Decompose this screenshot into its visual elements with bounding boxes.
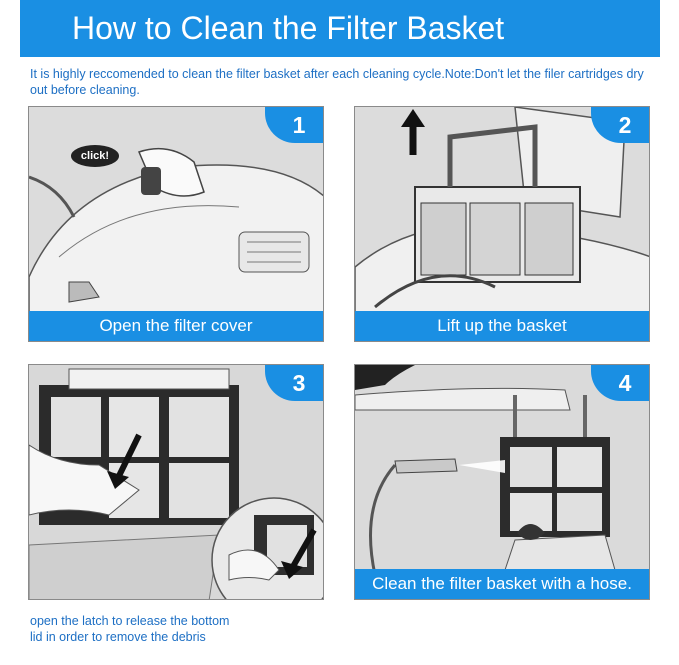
step-4-panel: 4 Clean the filter basket with a hose.	[354, 364, 650, 600]
step-2-panel: 2 Lift up the basket	[354, 106, 650, 342]
lift-basket-illustration	[355, 107, 649, 341]
click-callout: click!	[71, 145, 119, 167]
page-title: How to Clean the Filter Basket	[72, 10, 505, 46]
step-3-panel: 3	[28, 364, 324, 600]
step-4-caption: Clean the filter basket with a hose.	[355, 569, 649, 599]
step-3-note: open the latch to release the bottom lid…	[30, 614, 230, 644]
step-4-badge: 4	[591, 365, 649, 401]
hose-rinse-illustration	[355, 365, 649, 599]
intro-text: It is highly reccomended to clean the fi…	[30, 67, 644, 97]
title-banner: How to Clean the Filter Basket	[20, 0, 660, 57]
step-1-panel: click! 1 Open the filter cover	[28, 106, 324, 342]
robot-cover-illustration	[29, 107, 323, 341]
step-1-caption: Open the filter cover	[29, 311, 323, 341]
open-latch-illustration	[29, 365, 323, 599]
step-2-caption: Lift up the basket	[355, 311, 649, 341]
